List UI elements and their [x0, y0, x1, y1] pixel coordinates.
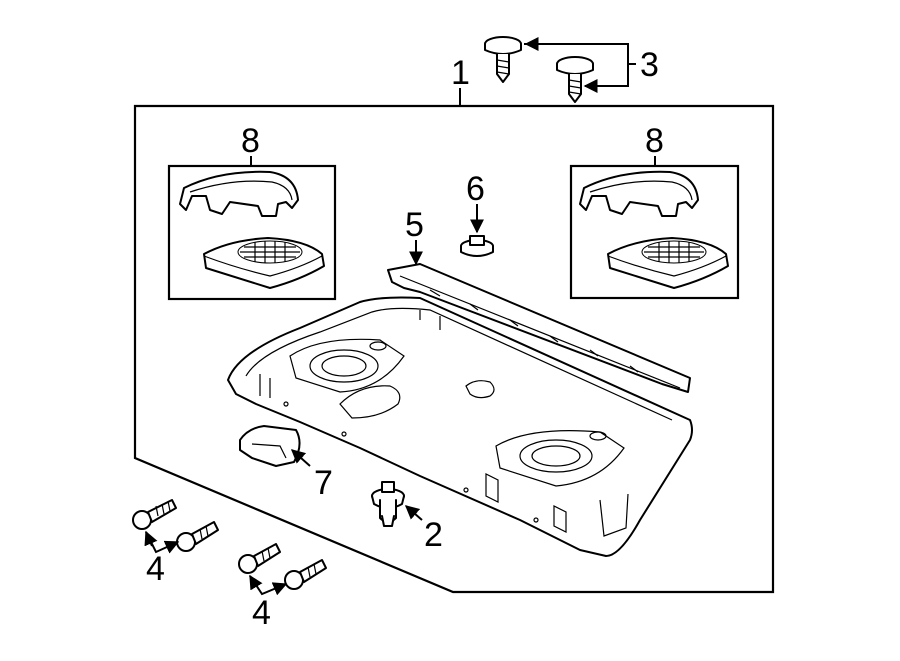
retainer-clip-3a — [484, 36, 522, 83]
bolt-4b-1 — [238, 543, 281, 574]
callout-6: 6 — [466, 170, 485, 208]
callout-2: 2 — [424, 516, 443, 554]
speaker-grille-left — [203, 237, 325, 289]
callout-8-left: 8 — [241, 122, 260, 160]
callout-3: 3 — [640, 46, 659, 84]
cover-bracket-7 — [239, 425, 301, 467]
callout-4b-arrow-up — [249, 574, 263, 591]
callout-4a-arrow-up — [144, 530, 158, 547]
speaker-grille-right — [607, 237, 729, 289]
callout-8-right: 8 — [645, 122, 664, 160]
callout-1: 1 — [451, 54, 470, 92]
bolt-4a-2 — [176, 521, 219, 552]
bolt-4b-2 — [284, 559, 327, 590]
callout-2-arrow — [404, 505, 423, 521]
speaker-cover-left — [179, 170, 299, 217]
bolt-4a-1 — [132, 499, 177, 530]
callout-5: 5 — [405, 206, 424, 244]
trim-strip-5 — [387, 263, 691, 393]
grommet-clip-6 — [460, 235, 494, 257]
callout-4a: 4 — [146, 550, 165, 588]
speaker-cover-right — [579, 170, 699, 217]
push-clip-2 — [371, 481, 405, 527]
callout-7-arrow — [290, 449, 311, 467]
callout-4b: 4 — [252, 594, 271, 632]
retainer-clip-3b — [556, 56, 594, 103]
assembly-outline-frame — [133, 104, 775, 594]
package-tray-panel — [227, 296, 693, 557]
callout-7: 7 — [314, 464, 333, 502]
